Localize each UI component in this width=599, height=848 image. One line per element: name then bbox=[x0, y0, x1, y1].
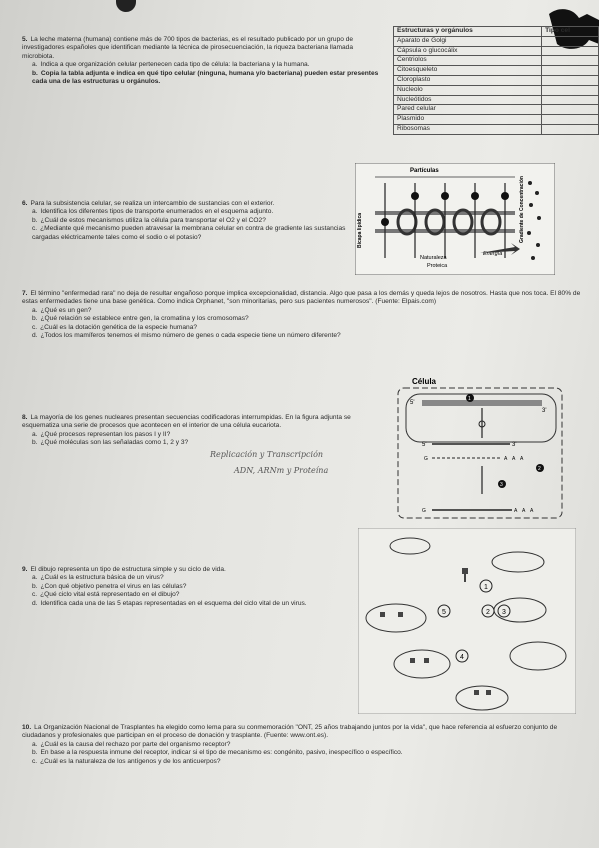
gradient-label: Gradiente de Concentración bbox=[519, 176, 525, 243]
table-row: Nucleótidos bbox=[392, 94, 599, 106]
table-row: Cloroplasto bbox=[392, 74, 599, 86]
svg-text:A: A bbox=[520, 456, 524, 462]
question-intro: El término "enfermedad rara" no deja de … bbox=[22, 290, 581, 306]
subquestion-c: c.¿Cuál es la naturaleza de los antígeno… bbox=[32, 757, 221, 765]
subquestion-a: a.¿Qué es un gen? bbox=[32, 306, 92, 314]
subquestion-c: c.¿Mediante qué mecanismo pueden atraves… bbox=[32, 225, 346, 241]
question-8: 8.La mayoría de los genes nucleares pres… bbox=[22, 414, 386, 448]
question-number: 8. bbox=[22, 414, 28, 421]
table-row: Citoesqueleto bbox=[392, 65, 599, 76]
svg-text:5: 5 bbox=[442, 609, 446, 616]
svg-text:2: 2 bbox=[538, 466, 541, 472]
energy-arrow bbox=[480, 243, 520, 255]
svg-text:A: A bbox=[530, 508, 534, 514]
subquestion-a: a.¿Qué procesos representan los pasos I … bbox=[32, 430, 171, 438]
table-row: Plasmido bbox=[392, 114, 599, 125]
question-6: 6.Para la subsistencia celular, se reali… bbox=[22, 200, 352, 242]
table-row: Pared celular bbox=[392, 104, 599, 116]
table-row: Aparato de Golgi bbox=[392, 35, 599, 47]
svg-text:3: 3 bbox=[500, 482, 503, 488]
svg-text:2: 2 bbox=[486, 609, 490, 616]
subquestion-b: b.¿Qué relación se establece entre gen, … bbox=[32, 315, 249, 323]
nature-label: Naturaleza bbox=[420, 255, 448, 261]
particles-label: Partículas bbox=[410, 168, 439, 174]
svg-text:5': 5' bbox=[410, 400, 414, 406]
subquestion-a: a.¿Cuál es la causa del rechazo por part… bbox=[32, 740, 231, 748]
question-intro: La Organización Nacional de Trasplantes … bbox=[22, 724, 558, 740]
question-intro: El dibujo representa un tipo de estructu… bbox=[30, 566, 226, 573]
virus-lifecycle-diagram: 1 2 3 4 5 bbox=[358, 528, 576, 714]
svg-text:G: G bbox=[424, 456, 428, 462]
virus-icons bbox=[380, 568, 491, 695]
handwritten-answer-b: ADN, ARNm y Proteína bbox=[234, 466, 329, 475]
subquestion-d: d.Identifica cada una de las 5 etapas re… bbox=[32, 599, 307, 607]
subquestion-a: a.Identifica los diferentes tipos de tra… bbox=[32, 208, 274, 216]
question-number: 7. bbox=[22, 290, 28, 297]
cell-label: Célula bbox=[412, 377, 437, 386]
energy-label: Energía bbox=[483, 251, 502, 257]
handwritten-answer-a: Replicación y Transcripción bbox=[210, 450, 324, 459]
svg-text:4: 4 bbox=[460, 654, 464, 661]
question-5: 5.La leche materna (humana) contiene más… bbox=[22, 36, 386, 86]
table-header-structures: Estructuras y orgánulos bbox=[392, 26, 543, 37]
subquestion-b: b.¿Cuál de estos mecanismos utiliza la c… bbox=[32, 216, 266, 224]
svg-text:3': 3' bbox=[512, 442, 516, 448]
step-numbers: 1 2 3 4 5 bbox=[437, 579, 511, 663]
table-row: Centriolos bbox=[392, 55, 599, 67]
question-number: 9. bbox=[22, 566, 28, 573]
subquestion-b: b.¿Qué moléculas son las señaladas como … bbox=[32, 439, 189, 447]
bilayer-label: Bicapa lipídica bbox=[357, 213, 363, 248]
membrane-transport-diagram: Partículas Bicapa lipídica Gradien bbox=[355, 163, 555, 275]
question-intro: La leche materna (humana) contiene más d… bbox=[22, 36, 354, 60]
step-markers bbox=[381, 192, 509, 226]
svg-text:A: A bbox=[522, 508, 526, 514]
question-9: 9.El dibujo representa un tipo de estruc… bbox=[22, 566, 322, 608]
protein-label: Proteica bbox=[427, 263, 448, 269]
svg-text:A: A bbox=[514, 508, 518, 514]
subquestion-b: b.¿Con qué objetivo penetra el virus en … bbox=[32, 582, 187, 590]
subquestion-b: b.En base a la respuesta inmune del rece… bbox=[32, 749, 403, 757]
svg-text:A: A bbox=[512, 456, 516, 462]
svg-text:3': 3' bbox=[542, 408, 546, 414]
subquestion-b: b.Copia la tabla adjunta e indica en qué… bbox=[32, 69, 379, 86]
question-intro: La mayoría de los genes nucleares presen… bbox=[22, 414, 351, 430]
particle-dots bbox=[527, 181, 541, 260]
subquestion-a: a.¿Cuál es la estructura básica de un vi… bbox=[32, 574, 164, 582]
table-row: Nucleolo bbox=[392, 84, 599, 96]
svg-text:3: 3 bbox=[502, 609, 506, 616]
binder-hole bbox=[116, 0, 136, 12]
question-number: 5. bbox=[22, 36, 28, 43]
question-10: 10.La Organización Nacional de Trasplant… bbox=[22, 724, 582, 766]
question-intro: Para la subsistencia celular, se realiza… bbox=[30, 200, 275, 207]
subquestion-d: d.¿Todos los mamíferos tenemos el mismo … bbox=[32, 332, 341, 340]
question-number: 6. bbox=[22, 200, 28, 207]
table-row: Ribosomas bbox=[392, 123, 599, 135]
svg-text:A: A bbox=[504, 456, 508, 462]
subquestion-c: c.¿Cuál es la dotación genética de la es… bbox=[32, 323, 198, 331]
subquestion-c: c.¿Qué ciclo vital está representado en … bbox=[32, 591, 180, 599]
svg-text:G: G bbox=[422, 508, 426, 514]
table-row: Cápsula o glucocálix bbox=[392, 45, 599, 57]
svg-text:1: 1 bbox=[468, 396, 471, 402]
svg-text:5': 5' bbox=[422, 442, 426, 448]
svg-text:1: 1 bbox=[484, 584, 488, 591]
question-7: 7.El término "enfermedad rara" no deja d… bbox=[22, 290, 582, 340]
subquestion-a: a.Indica a que organización celular pert… bbox=[32, 61, 310, 69]
question-number: 10. bbox=[22, 724, 32, 731]
table-header-celltype: Tipo cel bbox=[541, 26, 599, 37]
